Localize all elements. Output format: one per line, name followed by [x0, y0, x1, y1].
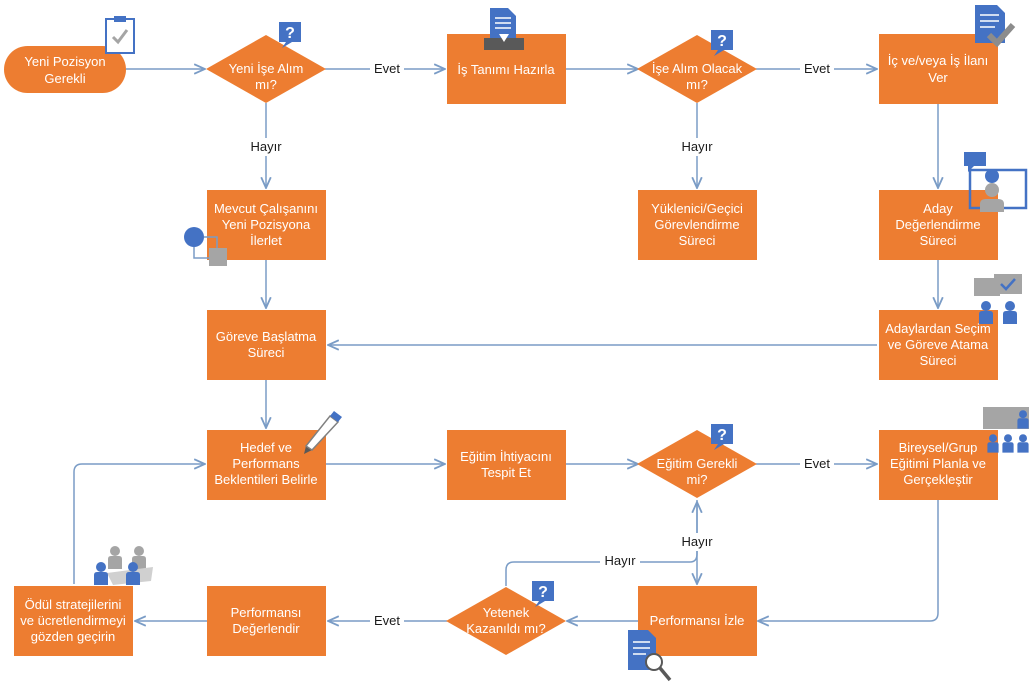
edge-reward-to-goals — [73, 464, 205, 584]
node-plan-training: Bireysel/Grup Eğitimi Planla ve Gerçekle… — [879, 430, 998, 500]
edge-skill-to-training — [505, 502, 697, 586]
label-no-4: Hayır — [604, 553, 636, 568]
node-post-job: İç ve/veya İş İlanı Ver — [879, 34, 998, 104]
svg-text:mi?: mi? — [687, 472, 708, 487]
node-training-need: Eğitim İhtiyacını Tespit Et — [447, 430, 566, 500]
icons — [94, 5, 1029, 682]
svg-text:Bireysel/Grup: Bireysel/Grup — [899, 440, 978, 455]
decision-training: Eğitim Gerekli mi? — [637, 430, 757, 498]
svg-text:gözden geçirin: gözden geçirin — [31, 629, 116, 644]
label-yes-4: Evet — [374, 613, 400, 628]
label-no-2: Hayır — [681, 139, 713, 154]
svg-text:Gerçekleştir: Gerçekleştir — [903, 472, 973, 487]
svg-text:Performansı: Performansı — [231, 605, 302, 620]
label-yes-1: Evet — [374, 61, 400, 76]
svg-text:Mevcut Çalışanını: Mevcut Çalışanını — [214, 201, 318, 216]
node-contractor: Yüklenici/Geçici Görevlendirme Süreci — [638, 190, 757, 260]
trainer-group-icon — [983, 407, 1029, 453]
svg-text:Eğitimi Planla ve: Eğitimi Planla ve — [890, 456, 986, 471]
svg-text:Yetenek: Yetenek — [483, 605, 530, 620]
node-onboard: Göreve Başlatma Süreci — [207, 310, 326, 380]
svg-text:Yeni İşe Alım: Yeni İşe Alım — [229, 61, 304, 76]
svg-text:Ödül stratejilerini: Ödül stratejilerini — [25, 597, 122, 612]
question-badge-icon — [279, 22, 301, 48]
profile-chat-icon — [964, 152, 1028, 212]
edge-plan-to-monitor — [758, 500, 939, 621]
meeting-check-icon — [974, 274, 1022, 324]
svg-text:ve Göreve Atama: ve Göreve Atama — [888, 337, 989, 352]
org-flow-icon — [184, 227, 227, 266]
svg-text:mı?: mı? — [255, 77, 277, 92]
svg-text:Adaylardan Seçim: Adaylardan Seçim — [885, 321, 991, 336]
node-evaluate: Aday Değerlendirme Süreci — [879, 190, 998, 260]
svg-text:Aday: Aday — [923, 201, 953, 216]
svg-text:Görevlendirme: Görevlendirme — [654, 217, 739, 232]
svg-text:İç ve/veya İş İlanı: İç ve/veya İş İlanı — [888, 53, 988, 68]
svg-text:Kazanıldı mı?: Kazanıldı mı? — [466, 621, 546, 636]
document-tray-icon — [484, 8, 524, 50]
node-monitor: Performansı İzle — [638, 586, 757, 656]
node-start-line1: Yeni Pozisyon — [24, 54, 105, 69]
svg-text:Performansı İzle: Performansı İzle — [650, 613, 745, 628]
pencil-icon — [304, 411, 342, 454]
document-check-icon — [975, 5, 1016, 48]
svg-text:Beklentileri Belirle: Beklentileri Belirle — [214, 472, 317, 487]
svg-text:Süreci: Süreci — [679, 233, 716, 248]
node-start: Yeni Pozisyon Gerekli — [4, 46, 126, 93]
clipboard-check-icon — [105, 16, 135, 54]
nodes: Yeni Pozisyon Gerekli Yeni İşe Alım mı? … — [4, 34, 998, 656]
label-no-3: Hayır — [681, 534, 713, 549]
svg-text:Değerlendir: Değerlendir — [232, 621, 300, 636]
svg-text:İş Tanımı Hazırla: İş Tanımı Hazırla — [457, 62, 555, 77]
node-assess: Performansı Değerlendir — [207, 586, 326, 656]
svg-text:ve ücretlendirmeyi: ve ücretlendirmeyi — [20, 613, 126, 628]
svg-text:Yüklenici/Geçici: Yüklenici/Geçici — [651, 201, 743, 216]
label-yes-2: Evet — [804, 61, 830, 76]
svg-text:Eğitim İhtiyacını: Eğitim İhtiyacını — [460, 449, 552, 464]
svg-text:Performans: Performans — [232, 456, 300, 471]
decision-skill: Yetenek Kazanıldı mı? — [446, 587, 566, 655]
svg-text:Hedef ve: Hedef ve — [240, 440, 292, 455]
svg-text:Ver: Ver — [928, 70, 948, 85]
node-select: Adaylardan Seçim ve Göreve Atama Süreci — [879, 310, 998, 380]
svg-text:Değerlendirme: Değerlendirme — [895, 217, 980, 232]
svg-text:Tespit Et: Tespit Et — [481, 465, 531, 480]
label-no-1: Hayır — [250, 139, 282, 154]
svg-text:Süreci: Süreci — [920, 233, 957, 248]
decision-new-hire: Yeni İşe Alım mı? — [206, 35, 326, 103]
node-goals: Hedef ve Performans Beklentileri Belirle — [207, 430, 326, 500]
svg-text:Eğitim Gerekli: Eğitim Gerekli — [657, 456, 738, 471]
question-badge-icon — [532, 581, 554, 607]
label-yes-3: Evet — [804, 456, 830, 471]
svg-text:Göreve Başlatma: Göreve Başlatma — [216, 329, 317, 344]
document-search-icon — [628, 630, 672, 682]
svg-text:İşe Alım Olacak: İşe Alım Olacak — [652, 61, 743, 76]
node-start-line2: Gerekli — [44, 71, 85, 86]
edges — [73, 69, 939, 621]
svg-text:Yeni Pozisyona: Yeni Pozisyona — [222, 217, 311, 232]
decision-employ: İşe Alım Olacak mı? — [637, 35, 757, 103]
svg-text:Süreci: Süreci — [920, 353, 957, 368]
edge-labels: Evet Hayır Evet Hayır Evet Hayır Hayır E… — [246, 60, 834, 630]
node-reward: Ödül stratejilerini ve ücretlendirmeyi g… — [14, 586, 133, 656]
team-icon — [94, 546, 153, 585]
svg-text:mı?: mı? — [686, 77, 708, 92]
svg-text:Süreci: Süreci — [248, 345, 285, 360]
svg-text:İlerlet: İlerlet — [250, 233, 282, 248]
